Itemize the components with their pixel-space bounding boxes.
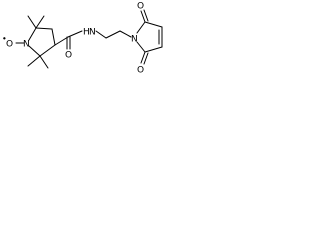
- imide-c-top-to-c-alkene: [144, 21, 163, 28]
- ring-nitrogen-label: N: [23, 40, 30, 50]
- maleimide-oxygen-bottom-label: O: [137, 66, 144, 76]
- bottom-carbonyl-bond-a: [140, 51, 146, 64]
- amide-n-label: N: [89, 28, 96, 38]
- methyl-bond-top-left: [27, 15, 37, 29]
- ch2-ch2-bond: [105, 30, 121, 39]
- imide-c-alkene-to-c-bottom: [144, 46, 163, 53]
- imide-n-to-c-top: [136, 21, 146, 34]
- radical-dot-label: •: [2, 35, 7, 44]
- chemical-structure-diagram: N O • O H N N O O: [2, 2, 163, 76]
- gem-dimethyl-bottom: [27, 55, 49, 69]
- nitroxide-oxygen-label: O: [6, 40, 13, 50]
- ring-bond-c4-c5: [39, 44, 56, 57]
- ring-bond-c3-c4: [51, 28, 56, 46]
- amide-h-label: H: [83, 28, 90, 38]
- ethylene-linker: [95, 30, 132, 39]
- imide-c-bottom-to-n: [136, 41, 146, 53]
- carbonyl-to-nh-bond: [67, 30, 83, 38]
- maleimide-ring: [136, 9, 163, 65]
- ring-bond-c5-n: [28, 45, 41, 57]
- methyl-bond-bottom-right: [39, 55, 49, 69]
- ring-bond-c2-c3: [35, 27, 53, 30]
- ch2-to-imide-n-bond: [119, 30, 132, 38]
- gem-dimethyl-top: [27, 15, 45, 29]
- carboxamide-group: [54, 30, 83, 50]
- maleimide-oxygen-top-label: O: [137, 2, 144, 12]
- bottom-carbonyl-bond-b: [143, 52, 149, 65]
- top-carbonyl-bond-a: [140, 10, 146, 23]
- pyrrolidine-ring: [28, 27, 56, 57]
- methyl-bond-top-right: [35, 15, 45, 29]
- maleimide-nitrogen-label: N: [131, 35, 138, 45]
- amide-oxygen-label: O: [65, 51, 72, 61]
- nh-to-ch2-bond: [95, 30, 107, 39]
- ring-bond-n-c2: [28, 27, 37, 41]
- top-carbonyl-bond-b: [143, 9, 149, 22]
- methyl-bond-bottom-left: [27, 55, 41, 67]
- ring-to-carbonyl-bond: [54, 36, 69, 46]
